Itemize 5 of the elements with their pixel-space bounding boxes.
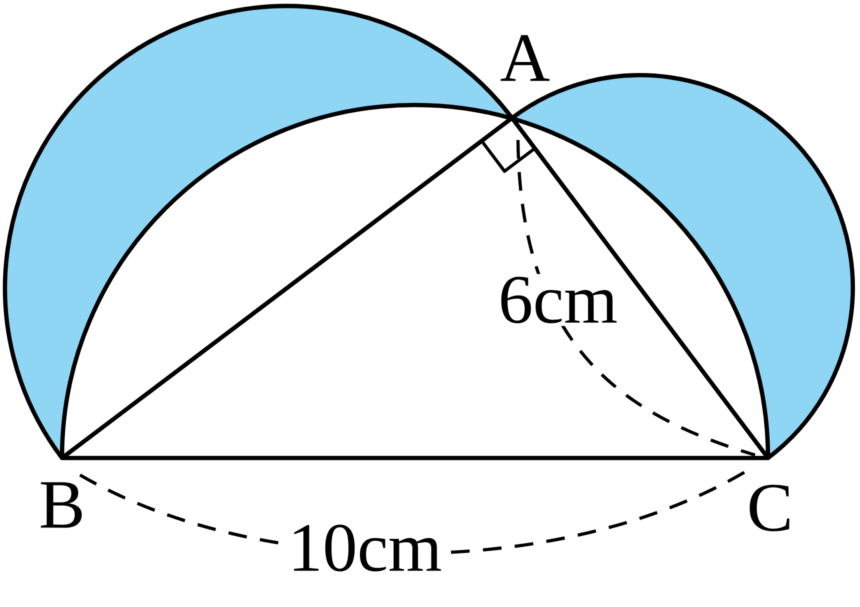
dimension-label: 10cm	[285, 522, 445, 574]
point-label: C	[750, 484, 790, 532]
point-label: B	[40, 482, 82, 528]
point-label: A	[500, 35, 550, 81]
dimension-label: 6cm	[496, 274, 620, 326]
